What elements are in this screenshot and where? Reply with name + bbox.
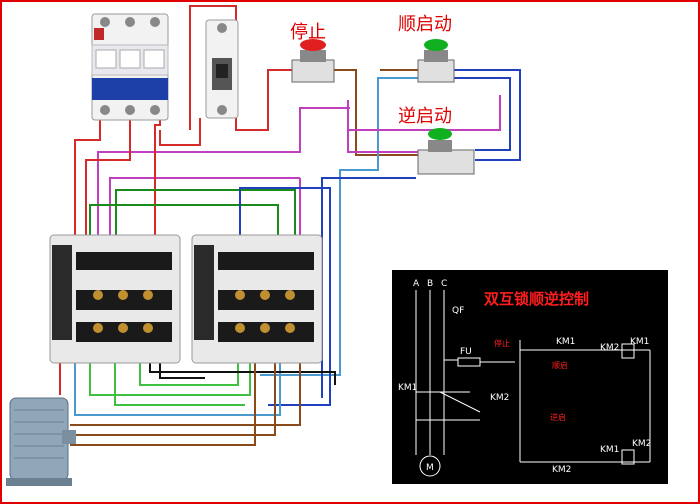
contactor-km2 — [191, 234, 323, 364]
contactor-km1 — [49, 234, 181, 364]
forward-start-label: 顺启动 — [398, 14, 452, 35]
phase-c-label: C — [441, 279, 447, 289]
forward-start-button — [417, 39, 455, 83]
sch-km1-coil-label: KM1 — [630, 337, 649, 347]
sch-forward-label: 顺启 — [552, 360, 568, 370]
main-breaker-qf — [91, 13, 169, 121]
control-breaker — [205, 19, 239, 119]
motor-m-label: M — [426, 463, 434, 473]
sch-km1-main-label: KM1 — [398, 383, 417, 393]
wires — [59, 5, 521, 446]
sch-reverse-label: 逆启 — [550, 412, 566, 422]
reverse-start-button — [417, 128, 475, 175]
fuse-fu-label: FU — [460, 347, 472, 357]
stop-button — [291, 39, 335, 83]
sch-km2-interlock-label: KM2 — [600, 343, 619, 353]
schematic-panel: 双互锁顺逆控制 A B C QF FU 停止 顺启 逆启 KM1 KM2 KM1… — [392, 270, 668, 484]
sch-stop-label: 停止 — [494, 338, 510, 348]
sch-km2-coil-label: KM2 — [632, 439, 651, 449]
schematic-title: 双互锁顺逆控制 — [484, 290, 589, 308]
sch-km2-main-label: KM2 — [490, 393, 509, 403]
sch-km1-interlock-label: KM1 — [600, 445, 619, 455]
breaker-qf-label: QF — [452, 306, 464, 316]
phase-a-label: A — [413, 279, 420, 289]
phase-b-label: B — [427, 279, 433, 289]
stop-label: 停止 — [290, 22, 326, 43]
motor — [6, 397, 76, 486]
sch-km1-hold-label: KM1 — [556, 337, 575, 347]
sch-km2-hold-label: KM2 — [552, 465, 571, 475]
reverse-start-label: 逆启动 — [398, 106, 452, 127]
